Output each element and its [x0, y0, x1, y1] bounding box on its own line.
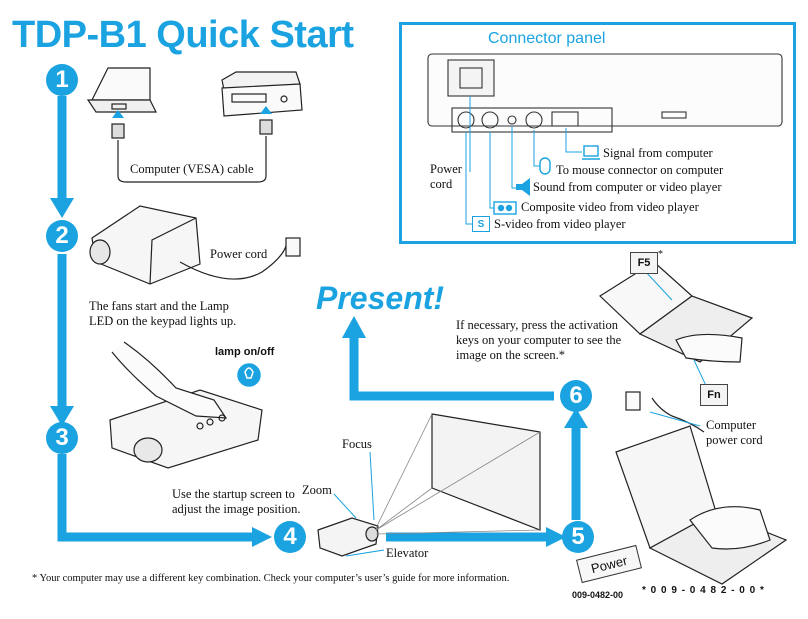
arrow-3-to-4 [57, 454, 254, 542]
step2-power-cord-label: Power cord [210, 247, 268, 261]
composite-video-icon [493, 201, 517, 215]
part-number: 009-0482-00 [572, 590, 624, 600]
connector-panel [399, 22, 796, 244]
connector-composite-label: Composite video from video player [521, 200, 699, 214]
connector-power-cord-label: Power cord [430, 162, 462, 191]
footnote: * Your computer may use a different key … [32, 573, 510, 584]
fans-text-line2: LED on the keypad lights up. [89, 314, 237, 328]
present-heading: Present! [316, 280, 445, 316]
computer-power-text-line1: Computer [706, 418, 756, 432]
arrow-6-to-present [349, 336, 554, 401]
f5-asterisk: * [658, 249, 663, 260]
activation-text-line3: image on the screen.* [456, 348, 565, 362]
connector-mouse-label: To mouse connector on computer [556, 163, 724, 177]
step3-illustration [109, 341, 263, 469]
step-1-badge: 1 [46, 64, 78, 96]
lamp-on-off-label: lamp on/off [215, 346, 275, 358]
step-3-badge: 3 [46, 422, 78, 454]
step6-illustration [599, 261, 788, 585]
focus-label: Focus [342, 437, 372, 451]
step-6-badge: 6 [560, 380, 592, 412]
step-4-badge: 4 [274, 521, 306, 553]
startup-text-line2: adjust the image position. [172, 502, 301, 516]
step4-illustration [317, 413, 541, 557]
activation-text-line1: If necessary, press the activation [456, 318, 618, 332]
step-5-badge: 5 [562, 521, 594, 553]
fans-text-line1: The fans start and the Lamp [89, 299, 229, 313]
startup-text-line1: Use the startup screen to [172, 487, 295, 501]
zoom-label: Zoom [302, 483, 332, 497]
activation-text-line2: keys on your computer to see the [456, 333, 622, 347]
arrowheads [50, 198, 588, 547]
connector-leader-lines [465, 96, 582, 225]
f5-key: F5 [630, 252, 658, 274]
computer-power-text-line2: power cord [706, 433, 763, 447]
workflow-arrows [57, 96, 581, 542]
connector-panel-drawing [427, 53, 783, 133]
connector-signal-label: Signal from computer [603, 146, 713, 160]
fn-key: Fn [700, 384, 728, 406]
vesa-cable-label: Computer (VESA) cable [130, 162, 254, 176]
page-title: TDP-B1 Quick Start [12, 14, 354, 56]
connector-panel-title: Connector panel [488, 30, 606, 47]
connector-sound-label: Sound from computer or video player [533, 180, 722, 194]
step1-illustration [86, 67, 303, 183]
elevator-label: Elevator [386, 546, 429, 560]
part-number-barcode: * 0 0 9 - 0 4 8 2 - 0 0 * [642, 585, 765, 596]
step2-illustration [89, 205, 301, 285]
lamp-icon [237, 363, 261, 387]
s-video-icon: S [472, 216, 490, 232]
step-2-badge: 2 [46, 220, 78, 252]
speaker-icon [516, 178, 530, 196]
mouse-icon [539, 157, 551, 175]
connector-svideo-label: S-video from video player [494, 217, 626, 231]
monitor-icon [582, 145, 600, 160]
